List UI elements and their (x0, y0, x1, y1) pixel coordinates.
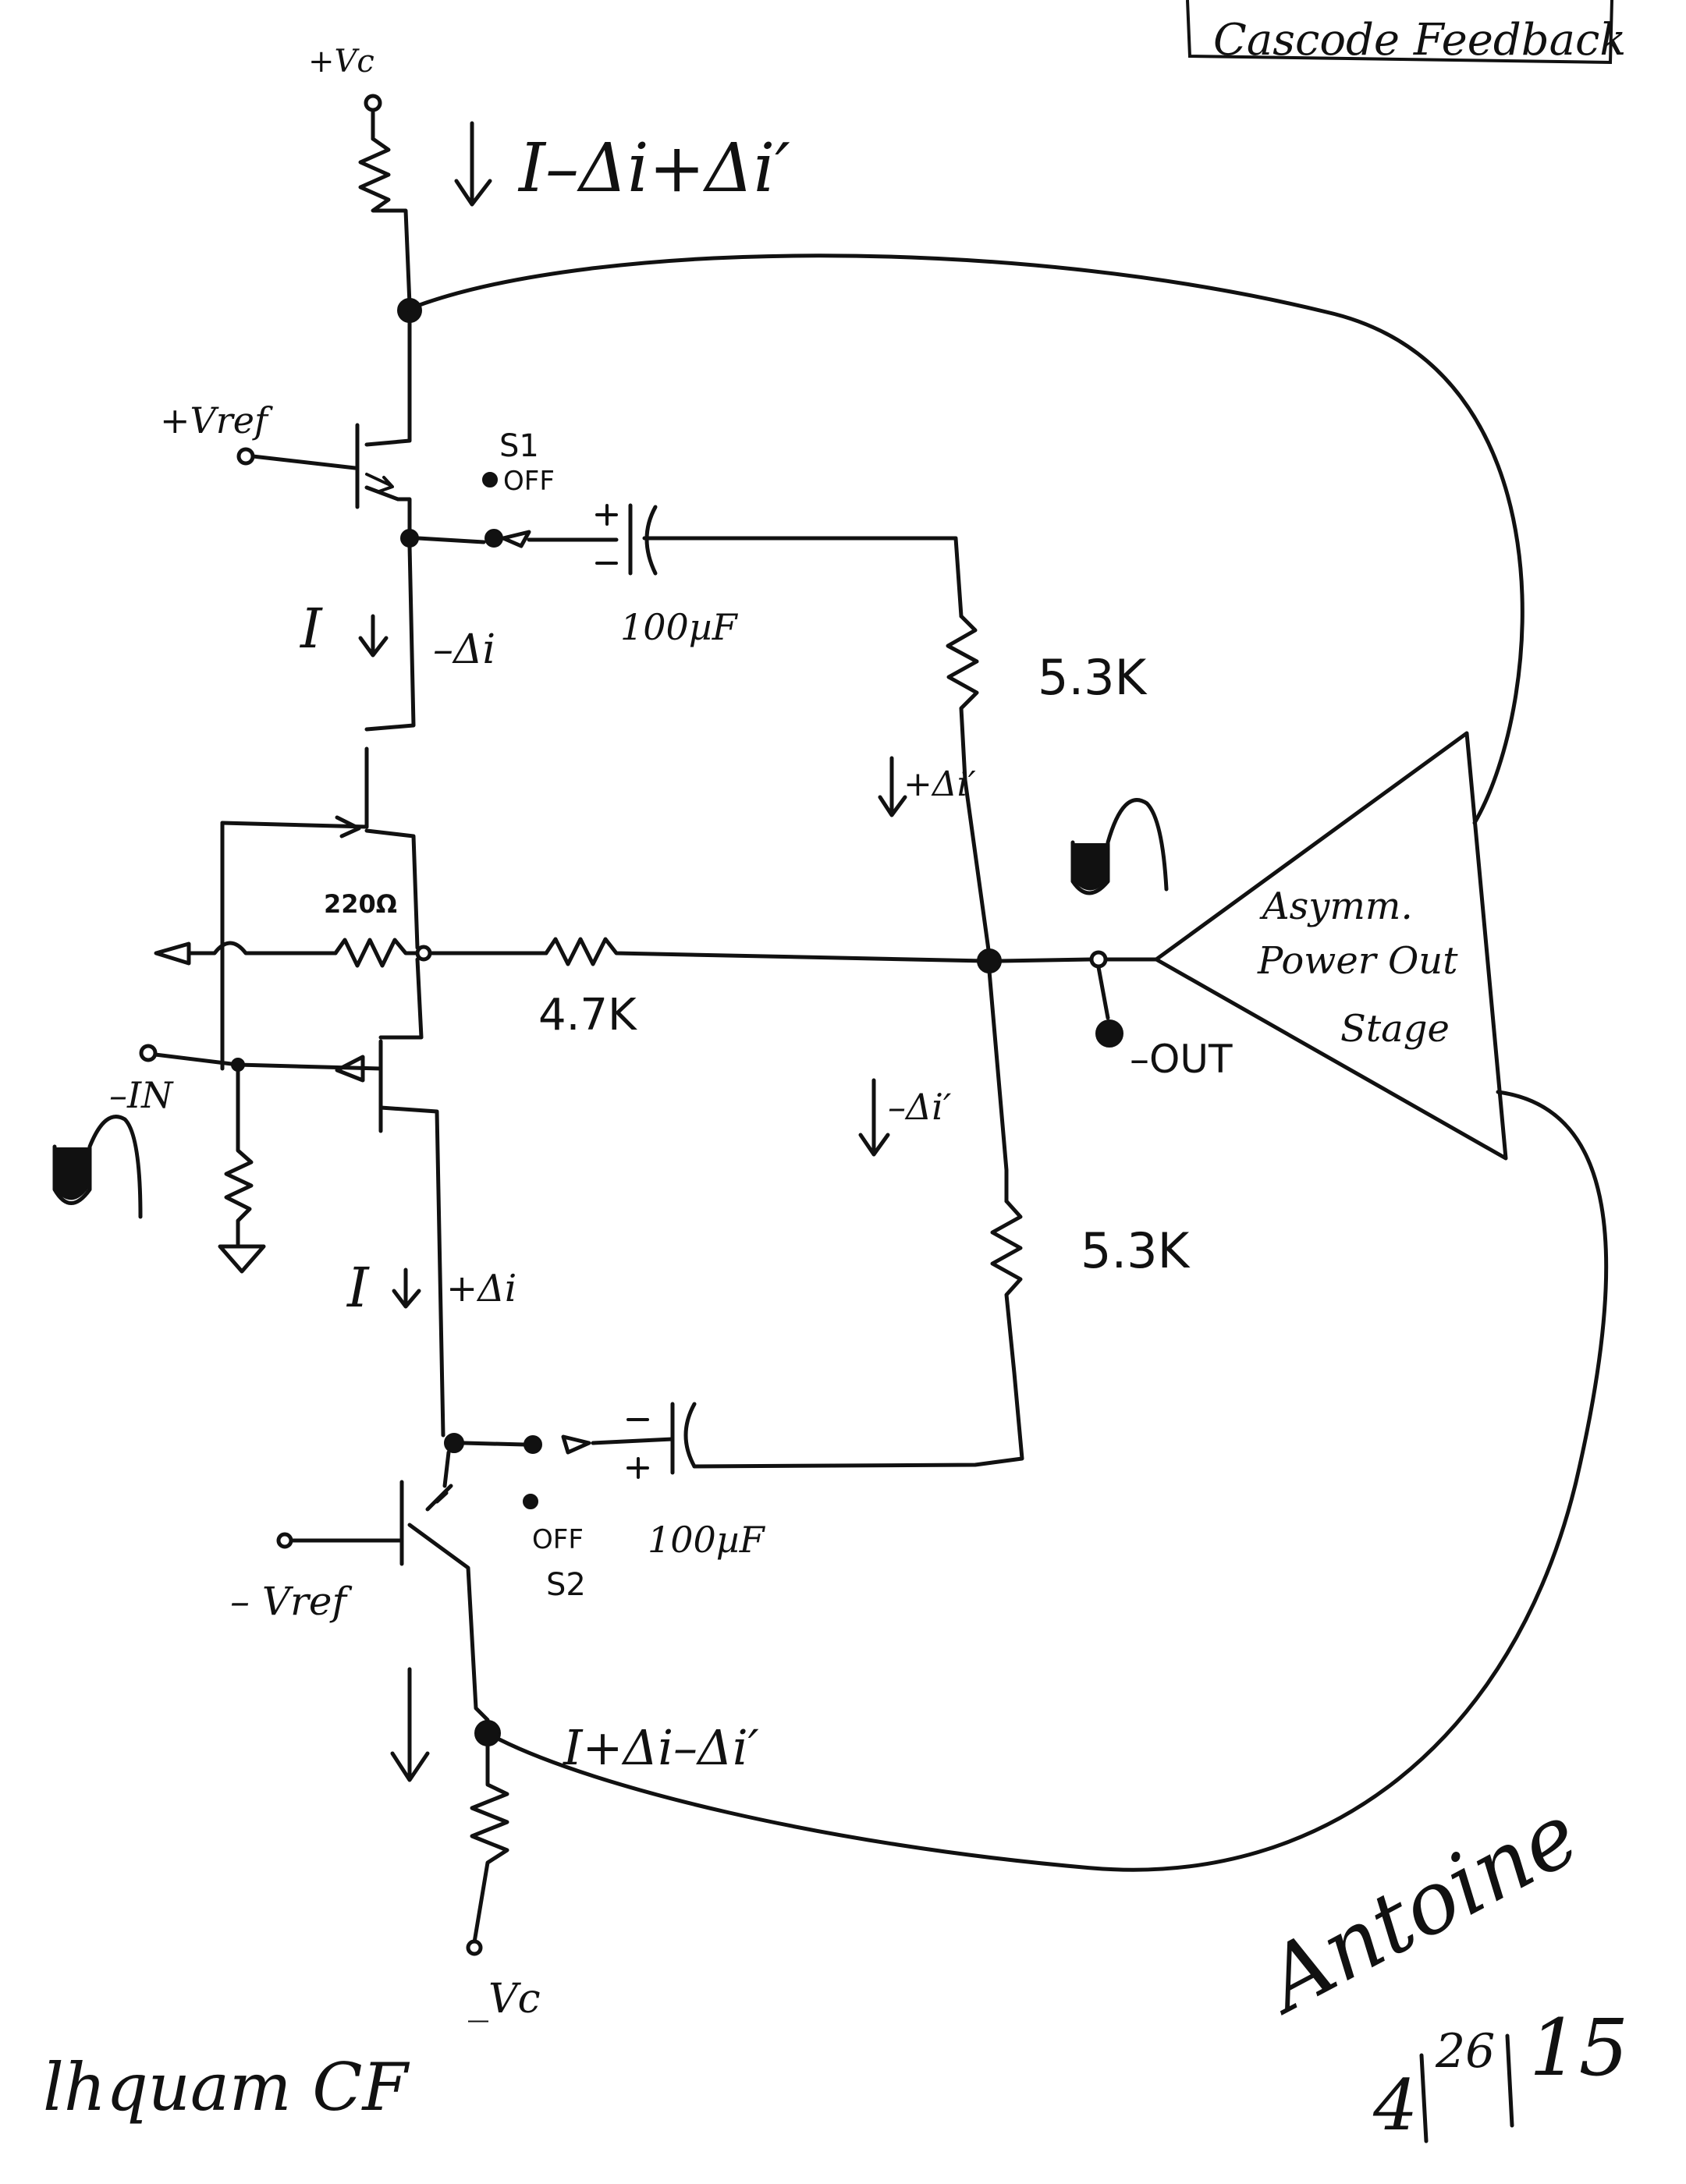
bottom-feedback-resistor-label: 5.3K (1081, 1222, 1191, 1279)
switch-s2-off-contact (523, 1494, 538, 1509)
negative-supply-terminal (466, 1939, 483, 1956)
positive-ref-label: +Vref (160, 399, 273, 441)
output-tap-node (1089, 950, 1108, 969)
brand-mark: lhquam CF (43, 2049, 410, 2126)
small-resistor-label: 220Ω (324, 889, 397, 919)
top-current: I–Δi+Δi′ (454, 121, 790, 207)
switch-s2-name: S2 (546, 1567, 586, 1603)
top-capacitor-label: 100µF (620, 606, 739, 648)
input-waveform-icon (52, 1115, 143, 1219)
top-resistor (358, 136, 412, 307)
output-label: –OUT (1130, 1037, 1233, 1082)
upper-branch-current-delta: –Δi (433, 626, 495, 673)
signature-name: Antoine (1244, 1784, 1594, 2033)
bottom-resistor (470, 1743, 509, 1945)
lower-feedback-branch: 5.3K –Δi′ (692, 969, 1191, 1469)
amplifier-label-line2: Power Out (1257, 939, 1458, 983)
small-resistor (333, 938, 425, 968)
switch-s2-state: OFF (532, 1524, 584, 1555)
input-terminal (139, 1044, 158, 1062)
positive-supply-terminal (364, 94, 382, 112)
bottom-capacitor-label: 100µF (648, 1519, 766, 1561)
feedback-resistor-label: 4.7K (538, 990, 637, 1041)
positive-ref-terminal (236, 447, 255, 466)
bottom-feedback-loop (497, 1090, 1609, 1872)
top-feedback-resistor: 5.3K (946, 614, 1148, 782)
feedback-line: 220Ω 4.7K (154, 889, 987, 1041)
bottom-current-label: I+Δi–Δi′ (563, 1719, 759, 1776)
negative-supply-label: _Vc (468, 1976, 541, 2023)
feedback-resistor (544, 937, 987, 966)
input-bias-resistor (218, 1062, 266, 1274)
upper-branch-current-I: I (299, 597, 323, 661)
bottom-current-arrow (390, 1667, 430, 1782)
lower-feedback-current-label: –Δi′ (888, 1086, 952, 1128)
positive-supply-label: +Vc (308, 44, 374, 80)
lower-branch-current: I +Δi (346, 1256, 516, 1320)
switch-s1-state: OFF (503, 466, 555, 497)
lower-branch-current-I: I (346, 1256, 370, 1320)
top-feedback-loop (415, 254, 1524, 825)
signature-date-year: 15 (1529, 2002, 1628, 2094)
top-capacitor: 100µF (595, 503, 964, 648)
lower-branch-current-delta: +Δi (446, 1267, 516, 1310)
title-block: Cascode Feedback (1186, 0, 1626, 66)
switch-s1-pivot (485, 529, 503, 548)
bottom-feedback-node (474, 1720, 501, 1746)
switch-s2: OFF S2 (462, 1434, 591, 1603)
amplifier-label-line3: Stage (1340, 1007, 1450, 1051)
lower-reference-transistor: – Vref (230, 1450, 490, 1722)
top-current-arrow (454, 121, 492, 207)
signature-date-day: 26 (1435, 2024, 1495, 2079)
lower-input-transistor: –IN (109, 957, 445, 1438)
ground-icon (218, 1244, 266, 1274)
top-current-label: I–Δi+Δi′ (517, 129, 790, 207)
amplifier-label-line1: Asymm. (1259, 885, 1413, 928)
output-terminal (1095, 1019, 1123, 1048)
positive-supply: +Vc (308, 44, 412, 307)
title-text: Cascode Feedback (1213, 15, 1626, 66)
switch-s2-pivot (524, 1435, 542, 1454)
power-output-stage: Asymm. Power Out Stage (1154, 731, 1508, 1161)
upper-feedback-current: +Δi′ (878, 756, 976, 817)
top-feedback-resistor-label: 5.3K (1038, 649, 1148, 706)
switch-s1: S1 OFF (482, 428, 619, 548)
negative-ref-terminal (276, 1532, 293, 1549)
switch-s1-off-contact (482, 472, 498, 488)
lower-midpoint-node (444, 1433, 464, 1453)
switch-s1-name: S1 (499, 428, 539, 464)
upper-reference-transistor: +Vref (160, 310, 412, 533)
signature-date-month: 4 (1372, 2065, 1418, 2147)
signature-block: Antoine 4 26 15 lhquam CF (43, 1784, 1628, 2147)
bottom-capacitor: 100µF (591, 1402, 766, 1561)
negative-ref-label: – Vref (230, 1579, 352, 1624)
output-waveform-icon (1070, 798, 1169, 895)
upper-branch-current: I –Δi (299, 597, 495, 673)
input-label: –IN (109, 1074, 174, 1116)
